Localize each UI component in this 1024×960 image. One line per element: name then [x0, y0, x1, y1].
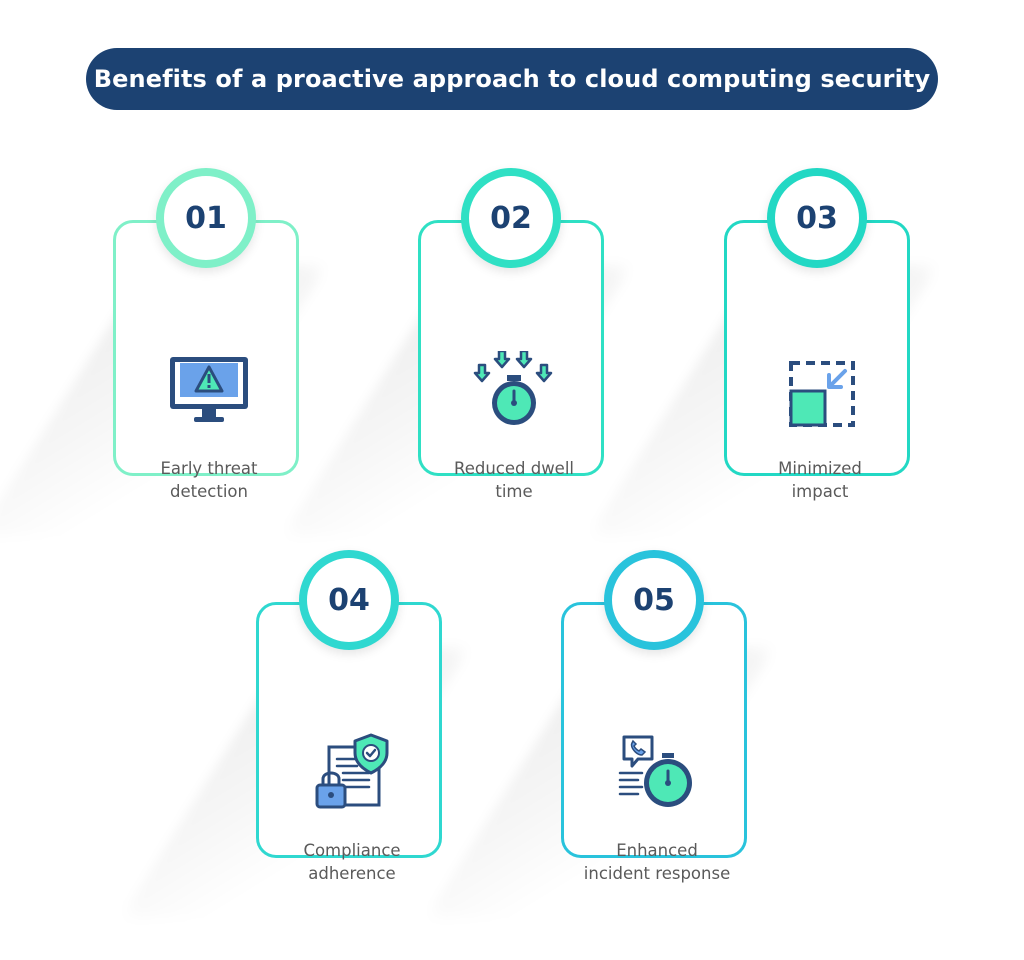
number-badge: 03 [767, 168, 867, 268]
phone-stopwatch-icon [618, 735, 692, 807]
page-title: Benefits of a proactive approach to clou… [93, 65, 931, 93]
benefit-card-04: Compliance adherence 04 [121, 550, 470, 918]
benefit-card-01: Early threat detection 01 [0, 168, 327, 536]
benefit-card-03: Minimized impact 03 [589, 168, 938, 536]
minimize-square-icon [789, 361, 855, 427]
title-banner: Benefits of a proactive approach to clou… [86, 48, 938, 110]
number-badge: 05 [604, 550, 704, 650]
benefit-label: Enhanced incident response [583, 841, 731, 883]
number-badge: 01 [156, 168, 256, 268]
document-shield-lock-icon [315, 733, 389, 809]
benefit-label: Compliance adherence [303, 841, 401, 883]
number-badge: 02 [461, 168, 561, 268]
benefit-card-05: Enhanced incident response 05 [426, 550, 775, 918]
benefit-card-02: Reduced dwell time 02 [283, 168, 632, 536]
monitor-warning-icon [170, 357, 248, 422]
number-badge: 04 [299, 550, 399, 650]
benefit-label: Minimized impact [778, 459, 862, 501]
benefit-label: Reduced dwell time [453, 459, 575, 501]
stopwatch-arrows-icon [473, 351, 553, 425]
benefit-label: Early threat detection [160, 459, 258, 501]
